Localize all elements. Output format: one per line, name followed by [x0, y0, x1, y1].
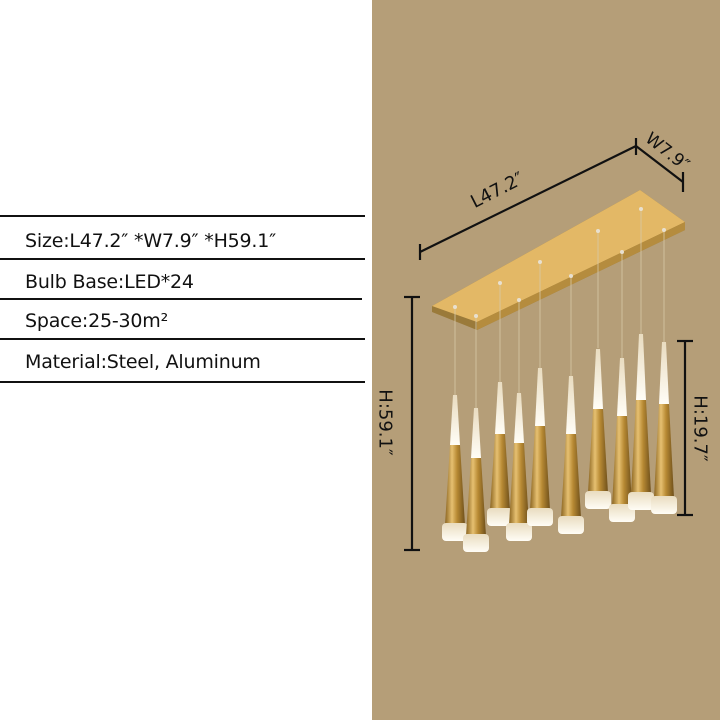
canopy: [432, 190, 685, 330]
pendant-height-label: H:19.7″: [689, 395, 711, 462]
divider: [0, 298, 362, 300]
divider: [0, 381, 365, 383]
divider: [0, 215, 365, 217]
spec-bulb-base: Bulb Base:LED*24: [25, 271, 194, 293]
product-image: L47.2″ W7.9″ H:59.1″ H:19.7″: [372, 0, 720, 720]
spec-space: Space:25-30m²: [25, 310, 169, 332]
wire-mounts: [453, 207, 666, 318]
divider: [0, 338, 365, 340]
divider: [0, 258, 365, 260]
spec-material: Material:Steel, Aluminum: [25, 351, 261, 373]
total-height-label: H:59.1″: [374, 389, 396, 456]
spec-panel: Size:L47.2″ *W7.9″ *H59.1″ Bulb Base:LED…: [0, 215, 365, 383]
wires: [454, 209, 665, 408]
dimension-lines: [404, 138, 693, 552]
chandelier-illustration: [404, 138, 693, 552]
spec-size: Size:L47.2″ *W7.9″ *H59.1″: [25, 230, 277, 252]
pendants: [442, 334, 677, 552]
